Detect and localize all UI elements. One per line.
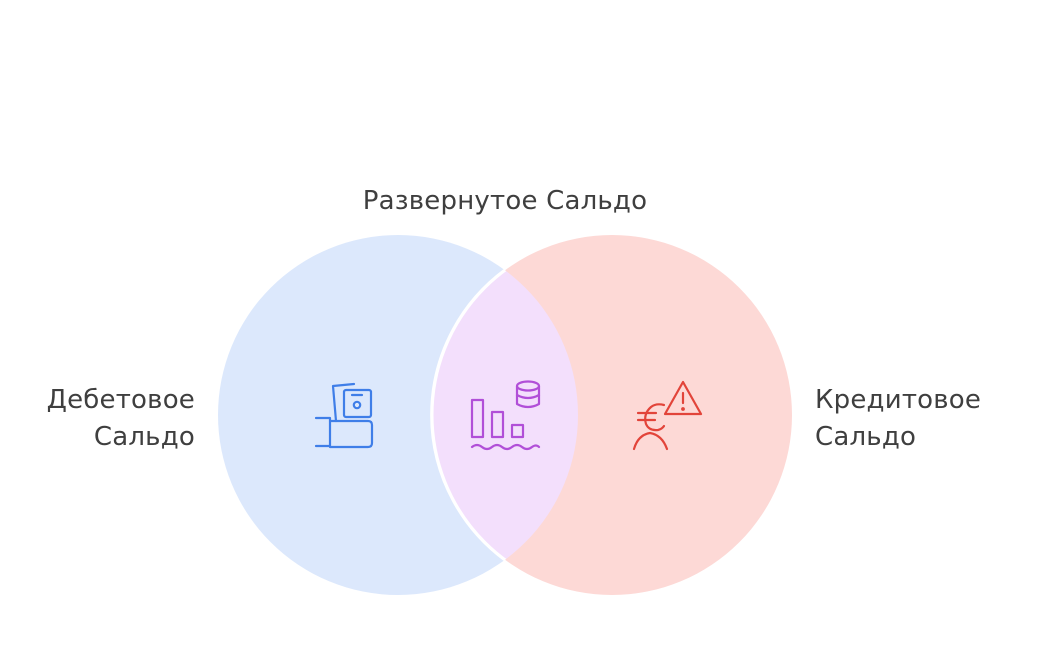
right-set-label-line2: Сальдо — [815, 422, 917, 452]
left-set-label-line2: Сальдо — [93, 422, 195, 452]
hand-cash-icon — [314, 382, 374, 449]
intersection-outline — [430, 268, 506, 562]
left-set-label: Дебетовое Сальдо — [47, 382, 195, 456]
euro-warning-icon — [632, 380, 703, 451]
bar-chart-coins-icon — [470, 380, 541, 451]
intersection-label: Развернутое Сальдо — [362, 186, 648, 216]
left-set-label-line1: Дебетовое — [46, 385, 195, 415]
right-set-label-line1: Кредитовое — [815, 385, 982, 415]
right-set-label: Кредитовое Сальдо — [815, 382, 981, 456]
